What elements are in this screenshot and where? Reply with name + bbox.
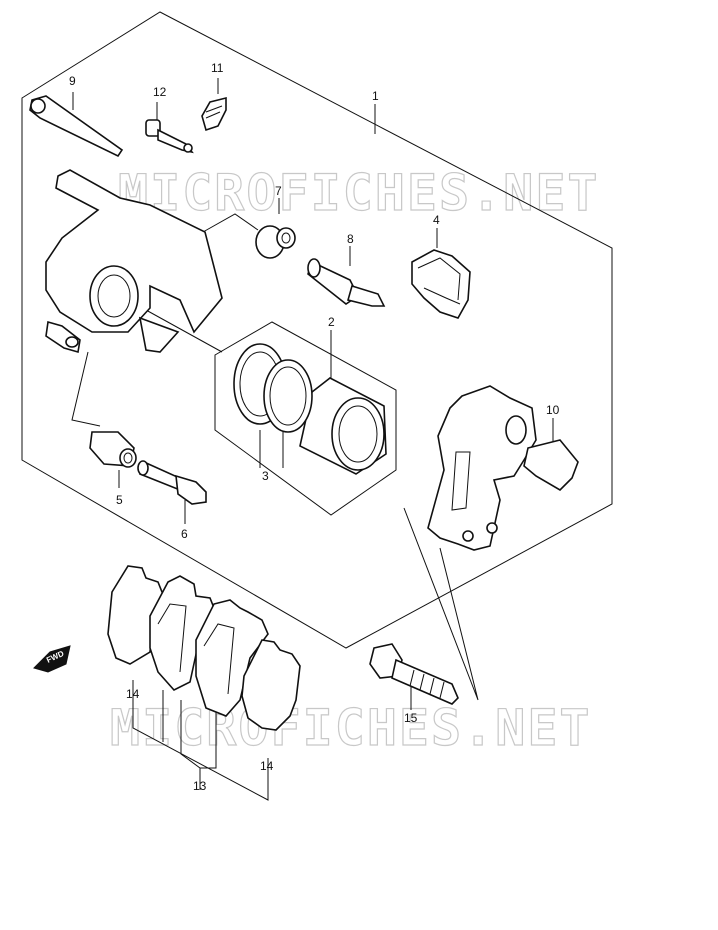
callout-7: 7 xyxy=(275,184,282,198)
part-11-bleeder-screw xyxy=(201,96,227,132)
caliper-body xyxy=(45,169,223,354)
piston-group-box xyxy=(214,321,397,516)
part-15-mounting-bolt xyxy=(369,643,459,705)
callout-3: 3 xyxy=(262,469,269,483)
watermark-top: MICROFICHES.NET xyxy=(118,164,600,222)
callout-4: 4 xyxy=(433,213,440,227)
part-6-slide-pin xyxy=(137,460,207,505)
callout-12: 12 xyxy=(153,85,167,99)
callout-2: 2 xyxy=(328,315,335,329)
part-10-bracket xyxy=(427,385,579,551)
callout-10: 10 xyxy=(546,403,560,417)
callout-11: 11 xyxy=(211,61,224,75)
part-14-shim-inner xyxy=(241,639,301,731)
part-12-bleeder-cap xyxy=(145,119,194,154)
bracket-to-bolt-leader xyxy=(403,507,479,701)
callout-8: 8 xyxy=(347,232,354,246)
callout-1: 1 xyxy=(372,89,379,103)
callout-13: 13 xyxy=(193,779,207,793)
part-9-guide-pin xyxy=(29,95,124,158)
part-5-bushing xyxy=(89,431,137,468)
part-3-seals xyxy=(233,343,313,433)
callout-6: 6 xyxy=(181,527,188,541)
callout-9: 9 xyxy=(69,74,76,88)
part-4-pad-spring xyxy=(411,249,471,319)
callout-14-left: 14 xyxy=(126,687,140,701)
callout-15: 15 xyxy=(404,711,418,725)
forward-direction-indicator: FWD xyxy=(33,645,71,673)
callout-14-right: 14 xyxy=(260,759,274,773)
part-8-slide-pin xyxy=(307,258,386,307)
part-2-piston xyxy=(299,377,387,475)
part-7-boot xyxy=(255,225,296,259)
watermark-bottom: MICROFICHES.NET xyxy=(110,699,592,757)
part-13-pad-b xyxy=(195,599,269,717)
callout-5: 5 xyxy=(116,493,123,507)
assembly-outline xyxy=(21,11,613,649)
